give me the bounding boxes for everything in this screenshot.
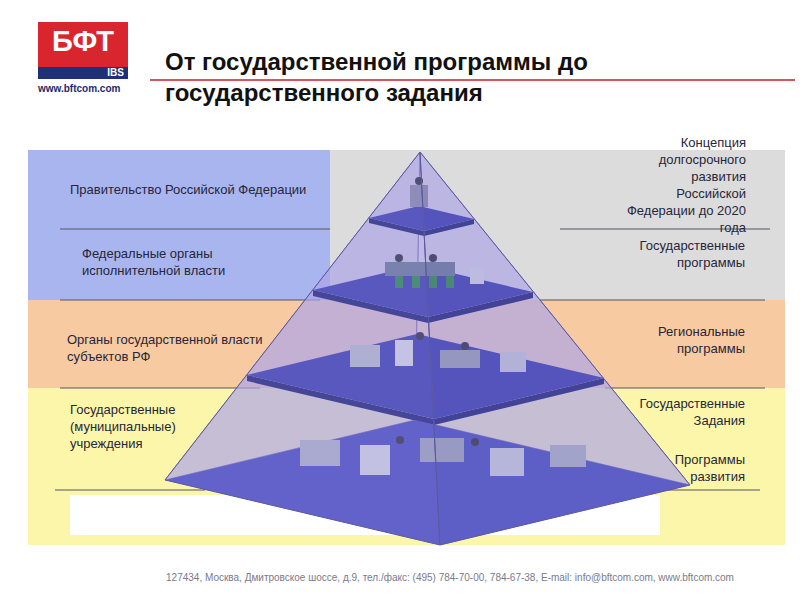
node-text: Государственные (муниципальные) учрежден… <box>70 401 206 452</box>
logo-text: БФТ <box>38 25 128 58</box>
authority-label: Государственные (муниципальные) учрежден… <box>68 400 208 453</box>
logo-bar <box>38 67 128 79</box>
diagram-title: От государственной программы до государс… <box>165 46 755 108</box>
document-label: Концепция долгосрочного развития Российс… <box>620 133 748 237</box>
authority-label: Органы государственной власти субъектов … <box>65 330 265 366</box>
document-label: Государственные программы <box>615 236 747 272</box>
document-label: Государственные Задания <box>615 394 747 430</box>
logo-box <box>38 22 128 67</box>
node-text: Государственные Задания <box>617 395 745 429</box>
logo-url: www.bftcom.com <box>38 83 158 95</box>
node-text: Правительство Российской Федерации <box>70 181 341 198</box>
node-text: Концепция долгосрочного развития Российс… <box>622 134 746 236</box>
logo-subtext: IBS <box>38 67 124 79</box>
blue-band <box>28 150 330 300</box>
footer-address: 127434, Москва, Дмитровское шоссе, д.9, … <box>130 572 770 584</box>
node-text: Государственные программы <box>617 237 745 271</box>
node-text: Региональные программы <box>617 323 745 357</box>
authority-label: Федеральные органы исполнительной власти <box>80 244 280 280</box>
node-text: Федеральные органы исполнительной власти <box>82 245 278 279</box>
authority-label: Правительство Российской Федерации <box>68 180 343 199</box>
document-label: Программы развития <box>615 450 747 486</box>
node-text: Программы развития <box>617 451 745 485</box>
pyramid-front-face <box>165 152 440 545</box>
document-label: Региональные программы <box>615 322 747 358</box>
node-text: Органы государственной власти субъектов … <box>67 331 263 365</box>
